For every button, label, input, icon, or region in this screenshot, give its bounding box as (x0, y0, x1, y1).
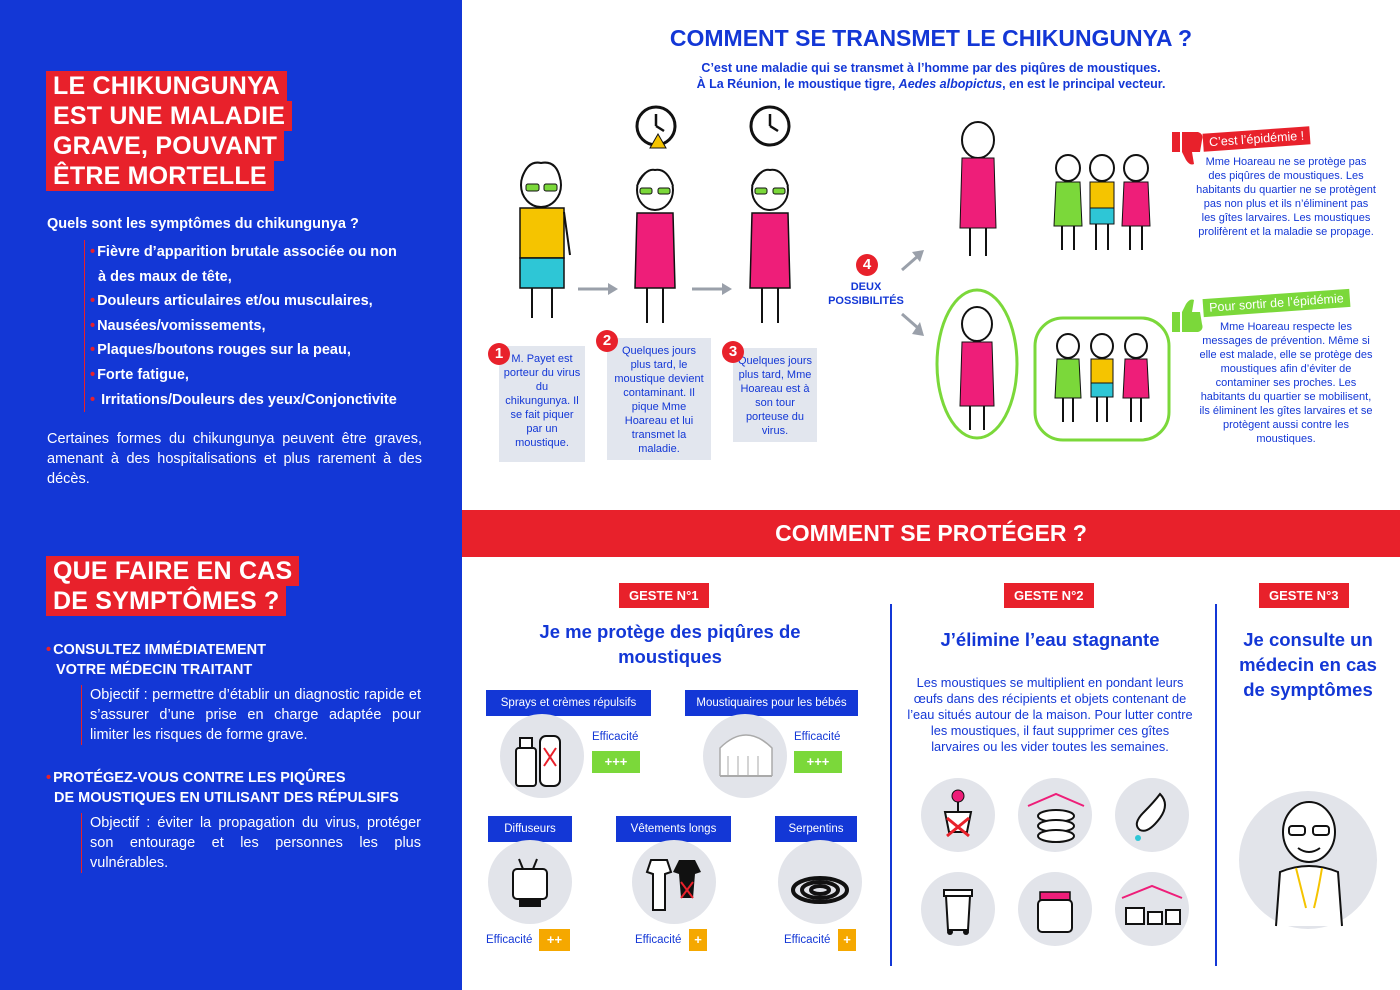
arrow-down-icon (901, 312, 924, 336)
symptom-item: •Douleurs articulaires et/ou musculaires… (90, 293, 373, 310)
efficacy-label: Efficacité (592, 731, 639, 743)
arrow-icon (578, 283, 618, 295)
geste-2-text: Les moustiques se multiplient en pondant… (907, 675, 1193, 754)
title-line: EST UNE MALADIE (46, 101, 293, 131)
exit-epidemic-tag: Pour sortir de l’épidémie (1202, 288, 1351, 318)
step-3-number: 3 (722, 341, 744, 363)
geste-3-title: Je consulte un médecin en cas de symptôm… (1239, 629, 1377, 700)
calabash-icon (1135, 792, 1166, 841)
left-panel: LE CHIKUNGUNYA EST UNE MALADIE GRAVE, PO… (0, 0, 462, 990)
title-line: DE SYMPTÔMES ? (46, 586, 287, 616)
protected-group-illustration (935, 288, 1171, 442)
diffusers-label: Diffuseurs (488, 816, 572, 842)
symptom-item: •Nausées/vomissements, (90, 317, 266, 334)
arrow-icon (692, 283, 732, 295)
symptom-item: à des maux de tête, (98, 268, 232, 285)
thumb-up-icon (1172, 299, 1203, 332)
efficacy-label: Efficacité (486, 934, 533, 946)
long-clothes-icon (645, 859, 701, 911)
water-jar-icon (1037, 891, 1073, 933)
geste-1-label: GESTE N°1 (619, 583, 709, 608)
stacked-tyres-icon (1027, 792, 1085, 843)
title-line: GRAVE, POUVANT (46, 131, 285, 161)
flowerpot-saucer-icon (943, 789, 973, 838)
step-2-box: Quelques jours plus tard, le moustique d… (607, 338, 711, 460)
what-to-do-title: QUE FAIRE EN CAS DE SYMPTÔMES ? (46, 556, 300, 616)
long-clothes-label: Vêtements longs (616, 816, 731, 842)
exit-epidemic-text: Mme Hoareau respecte les messages de pré… (1199, 321, 1373, 445)
symptoms-question: Quels sont les symptômes du chikungunya … (47, 216, 359, 232)
geste-2-label: GESTE N°2 (1004, 583, 1094, 608)
title-line: ÊTRE MORTELLE (46, 161, 274, 191)
transmission-subtitle: C’est une maladie qui se transmet à l’ho… (696, 61, 1166, 91)
symptom-item: • Irritations/Douleurs des yeux/Conjonct… (90, 391, 397, 408)
mosquito-net-crib-icon (719, 734, 773, 777)
step-4-number: 4 (856, 254, 878, 276)
woman-hoareau-sick-illustration (749, 168, 791, 323)
disease-severity-title: LE CHIKUNGUNYA EST UNE MALADIE GRAVE, PO… (46, 71, 293, 191)
efficacy-rating: +++ (592, 751, 640, 773)
epidemic-tag: C’est l’épidémie ! (1202, 126, 1311, 152)
step-2-number: 2 (596, 330, 618, 352)
woman-hoareau-illustration (634, 168, 676, 323)
efficacy-rating: +++ (794, 751, 842, 773)
coils-label: Serpentins (775, 816, 857, 842)
epidemic-text: Mme Hoareau ne se protège pas des piqûre… (1196, 156, 1376, 238)
doctor-icon (1275, 801, 1343, 927)
transmission-title: COMMENT SE TRANSMET LE CHIKUNGUNYA ? (669, 25, 1193, 51)
objective-consult: Objectif : permettre d’établir un diagno… (81, 685, 421, 745)
efficacy-label: Efficacité (635, 934, 682, 946)
mosquito-coil-icon (791, 876, 849, 904)
symptoms-list: •Fièvre d’apparition brutale associée ou… (84, 240, 444, 413)
column-divider (1215, 604, 1217, 966)
trash-bin-icon (943, 889, 973, 935)
step-1-number: 1 (488, 343, 510, 365)
thumb-down-icon (1172, 132, 1203, 165)
spray-bottle-icon (515, 735, 561, 787)
severity-text: Certaines formes du chikungunya peuvent … (47, 431, 422, 487)
title-line: QUE FAIRE EN CAS (46, 556, 300, 586)
step-3-box: Quelques jours plus tard, Mme Hoareau es… (733, 348, 817, 442)
protection-banner: COMMENT SE PROTÉGER ? (462, 510, 1400, 557)
action-consult: •CONSULTEZ IMMÉDIATEMENT VOTRE MÉDECIN T… (46, 642, 266, 678)
plug-diffuser-icon (512, 858, 548, 907)
geste-1-title: Je me protège des piqûres de moustiques (539, 621, 801, 667)
objective-repellent: Objectif : éviter la propagation du viru… (81, 813, 421, 873)
step-1-box: M. Payet est porteur du virus du chikung… (499, 346, 585, 462)
clothes-icon (632, 840, 716, 924)
column-divider (890, 604, 892, 966)
watering-can-icon (1121, 884, 1183, 925)
efficacy-label: Efficacité (784, 934, 831, 946)
action-repellent: •PROTÉGEZ-VOUS CONTRE LES PIQÛRES DE MOU… (46, 770, 399, 806)
symptom-item: •Plaques/boutons rouges sur la peau, (90, 342, 351, 359)
epidemic-group-illustration (959, 121, 1151, 256)
title-line: LE CHIKUNGUNYA (46, 71, 287, 101)
efficacy-rating: + (689, 929, 707, 951)
symptom-item: •Forte fatigue, (90, 366, 189, 383)
efficacy-rating: ++ (539, 929, 570, 951)
arrow-up-icon (901, 250, 924, 272)
baby-nets-label: Moustiquaires pour les bébés (685, 690, 858, 716)
clock-icon (635, 105, 677, 149)
symptom-item: •Fièvre d’apparition brutale associée ou… (90, 244, 397, 260)
efficacy-label: Efficacité (794, 731, 841, 743)
efficacy-rating: + (838, 929, 856, 951)
man-payet-illustration (519, 161, 571, 318)
clock-icon (749, 105, 791, 147)
sprays-label: Sprays et crèmes répulsifs (486, 690, 651, 716)
geste-3-label: GESTE N°3 (1259, 583, 1349, 608)
two-possibilities-label: DEUX POSSIBILITÉS (828, 281, 904, 307)
geste-2-title: J’élimine l’eau stagnante (940, 629, 1160, 650)
